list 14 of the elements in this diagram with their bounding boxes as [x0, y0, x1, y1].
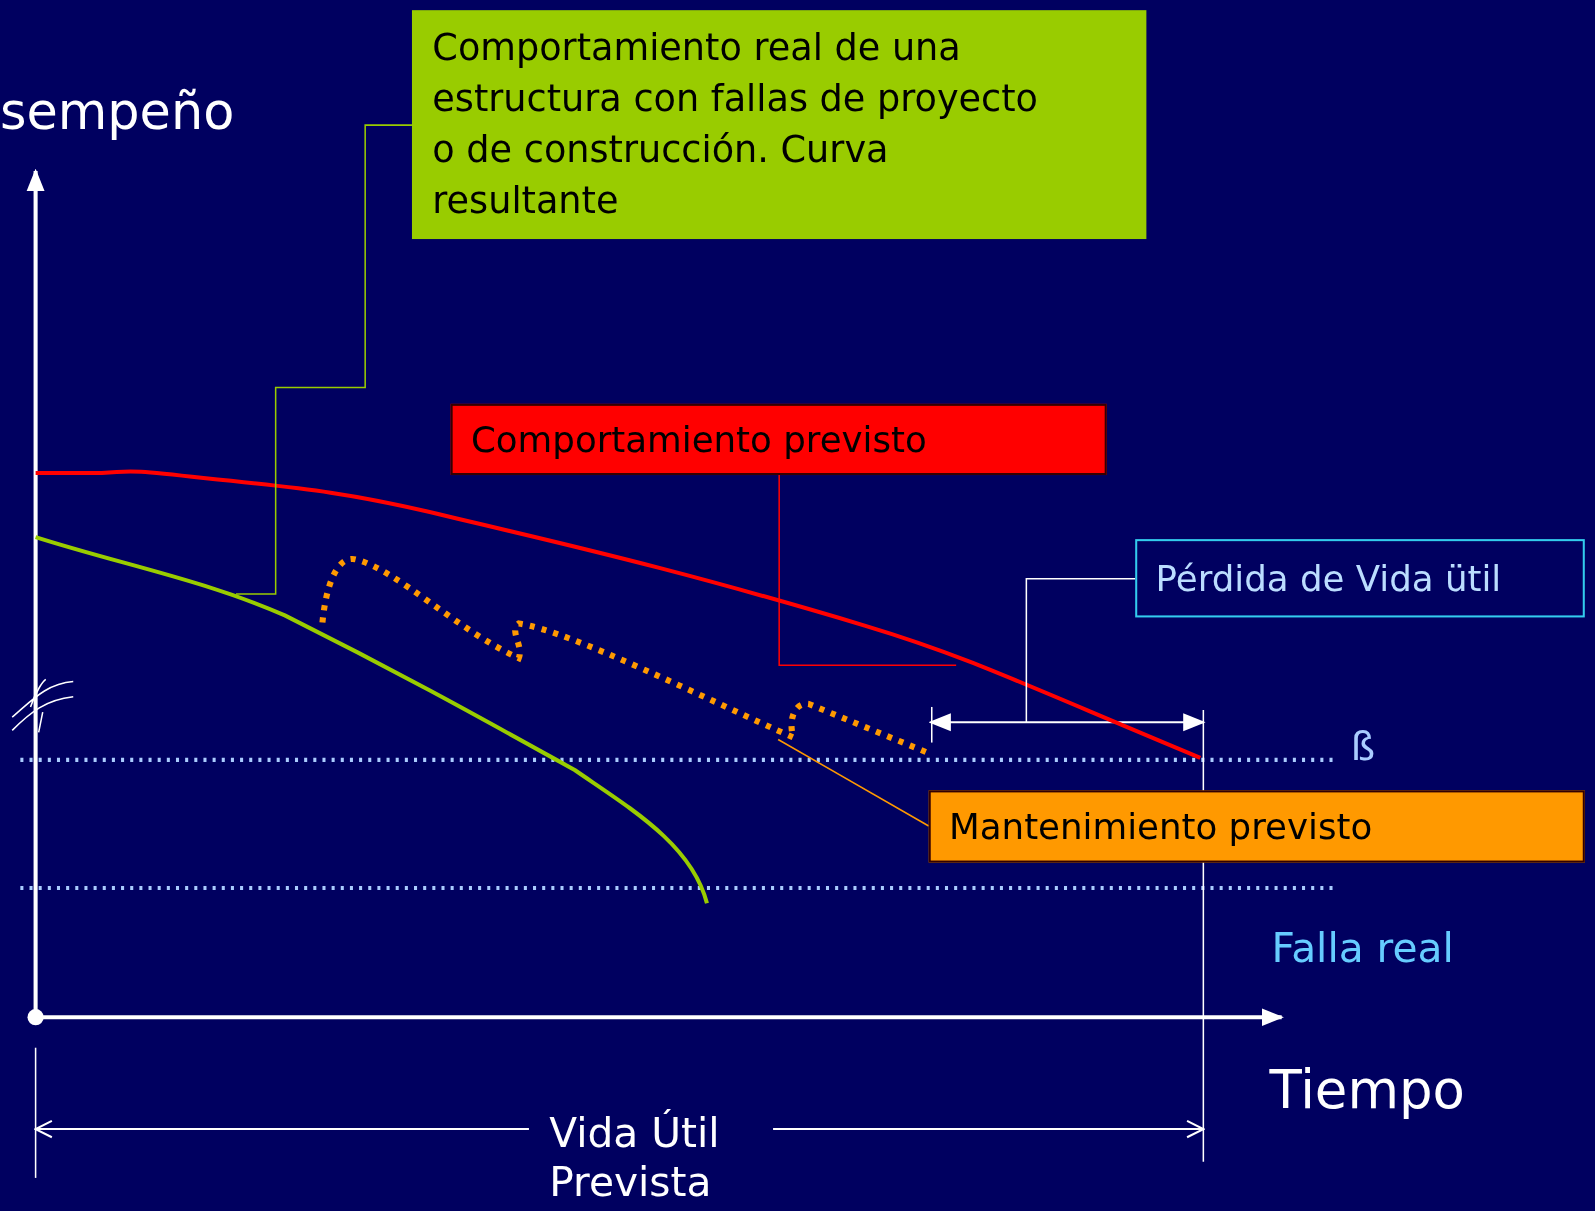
leader-line: [777, 738, 930, 827]
leader-line: [235, 124, 413, 595]
axis-title: sempeño: [0, 81, 235, 143]
performance-curve: [35, 535, 709, 904]
callout-box: Mantenimiento previsto: [928, 790, 1585, 863]
callout-box: Pérdida de Vida ütil: [1135, 539, 1585, 618]
axis-title: Tiempo: [1269, 1057, 1465, 1122]
line-label: Falla real: [1271, 923, 1454, 973]
line-label: ß: [1350, 724, 1376, 771]
leader-line: [1025, 578, 1136, 723]
callout-box: Comportamiento real de una estructura con fallas de proyecto o de construcción. Curva resultante: [411, 10, 1147, 240]
dimension-label: Vida Útil Prevista: [549, 1108, 721, 1207]
leader-line: [778, 474, 957, 666]
callout-box: Comportamiento previsto: [450, 403, 1107, 476]
